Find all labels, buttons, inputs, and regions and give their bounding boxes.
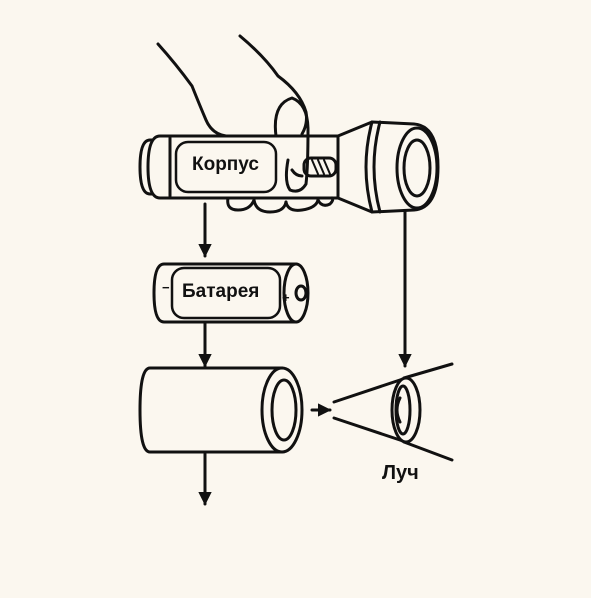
hand-icon xyxy=(156,34,335,214)
label-beam: Луч xyxy=(382,462,419,484)
battery-icon xyxy=(152,262,310,324)
battery-plus: + xyxy=(282,290,290,305)
label-body: Корпус xyxy=(192,154,259,175)
battery-minus: − xyxy=(162,280,170,295)
beam-cone-icon xyxy=(332,362,454,462)
tube-icon xyxy=(138,366,304,454)
label-battery: Батарея xyxy=(182,281,260,302)
flashlight-icon xyxy=(138,120,440,214)
